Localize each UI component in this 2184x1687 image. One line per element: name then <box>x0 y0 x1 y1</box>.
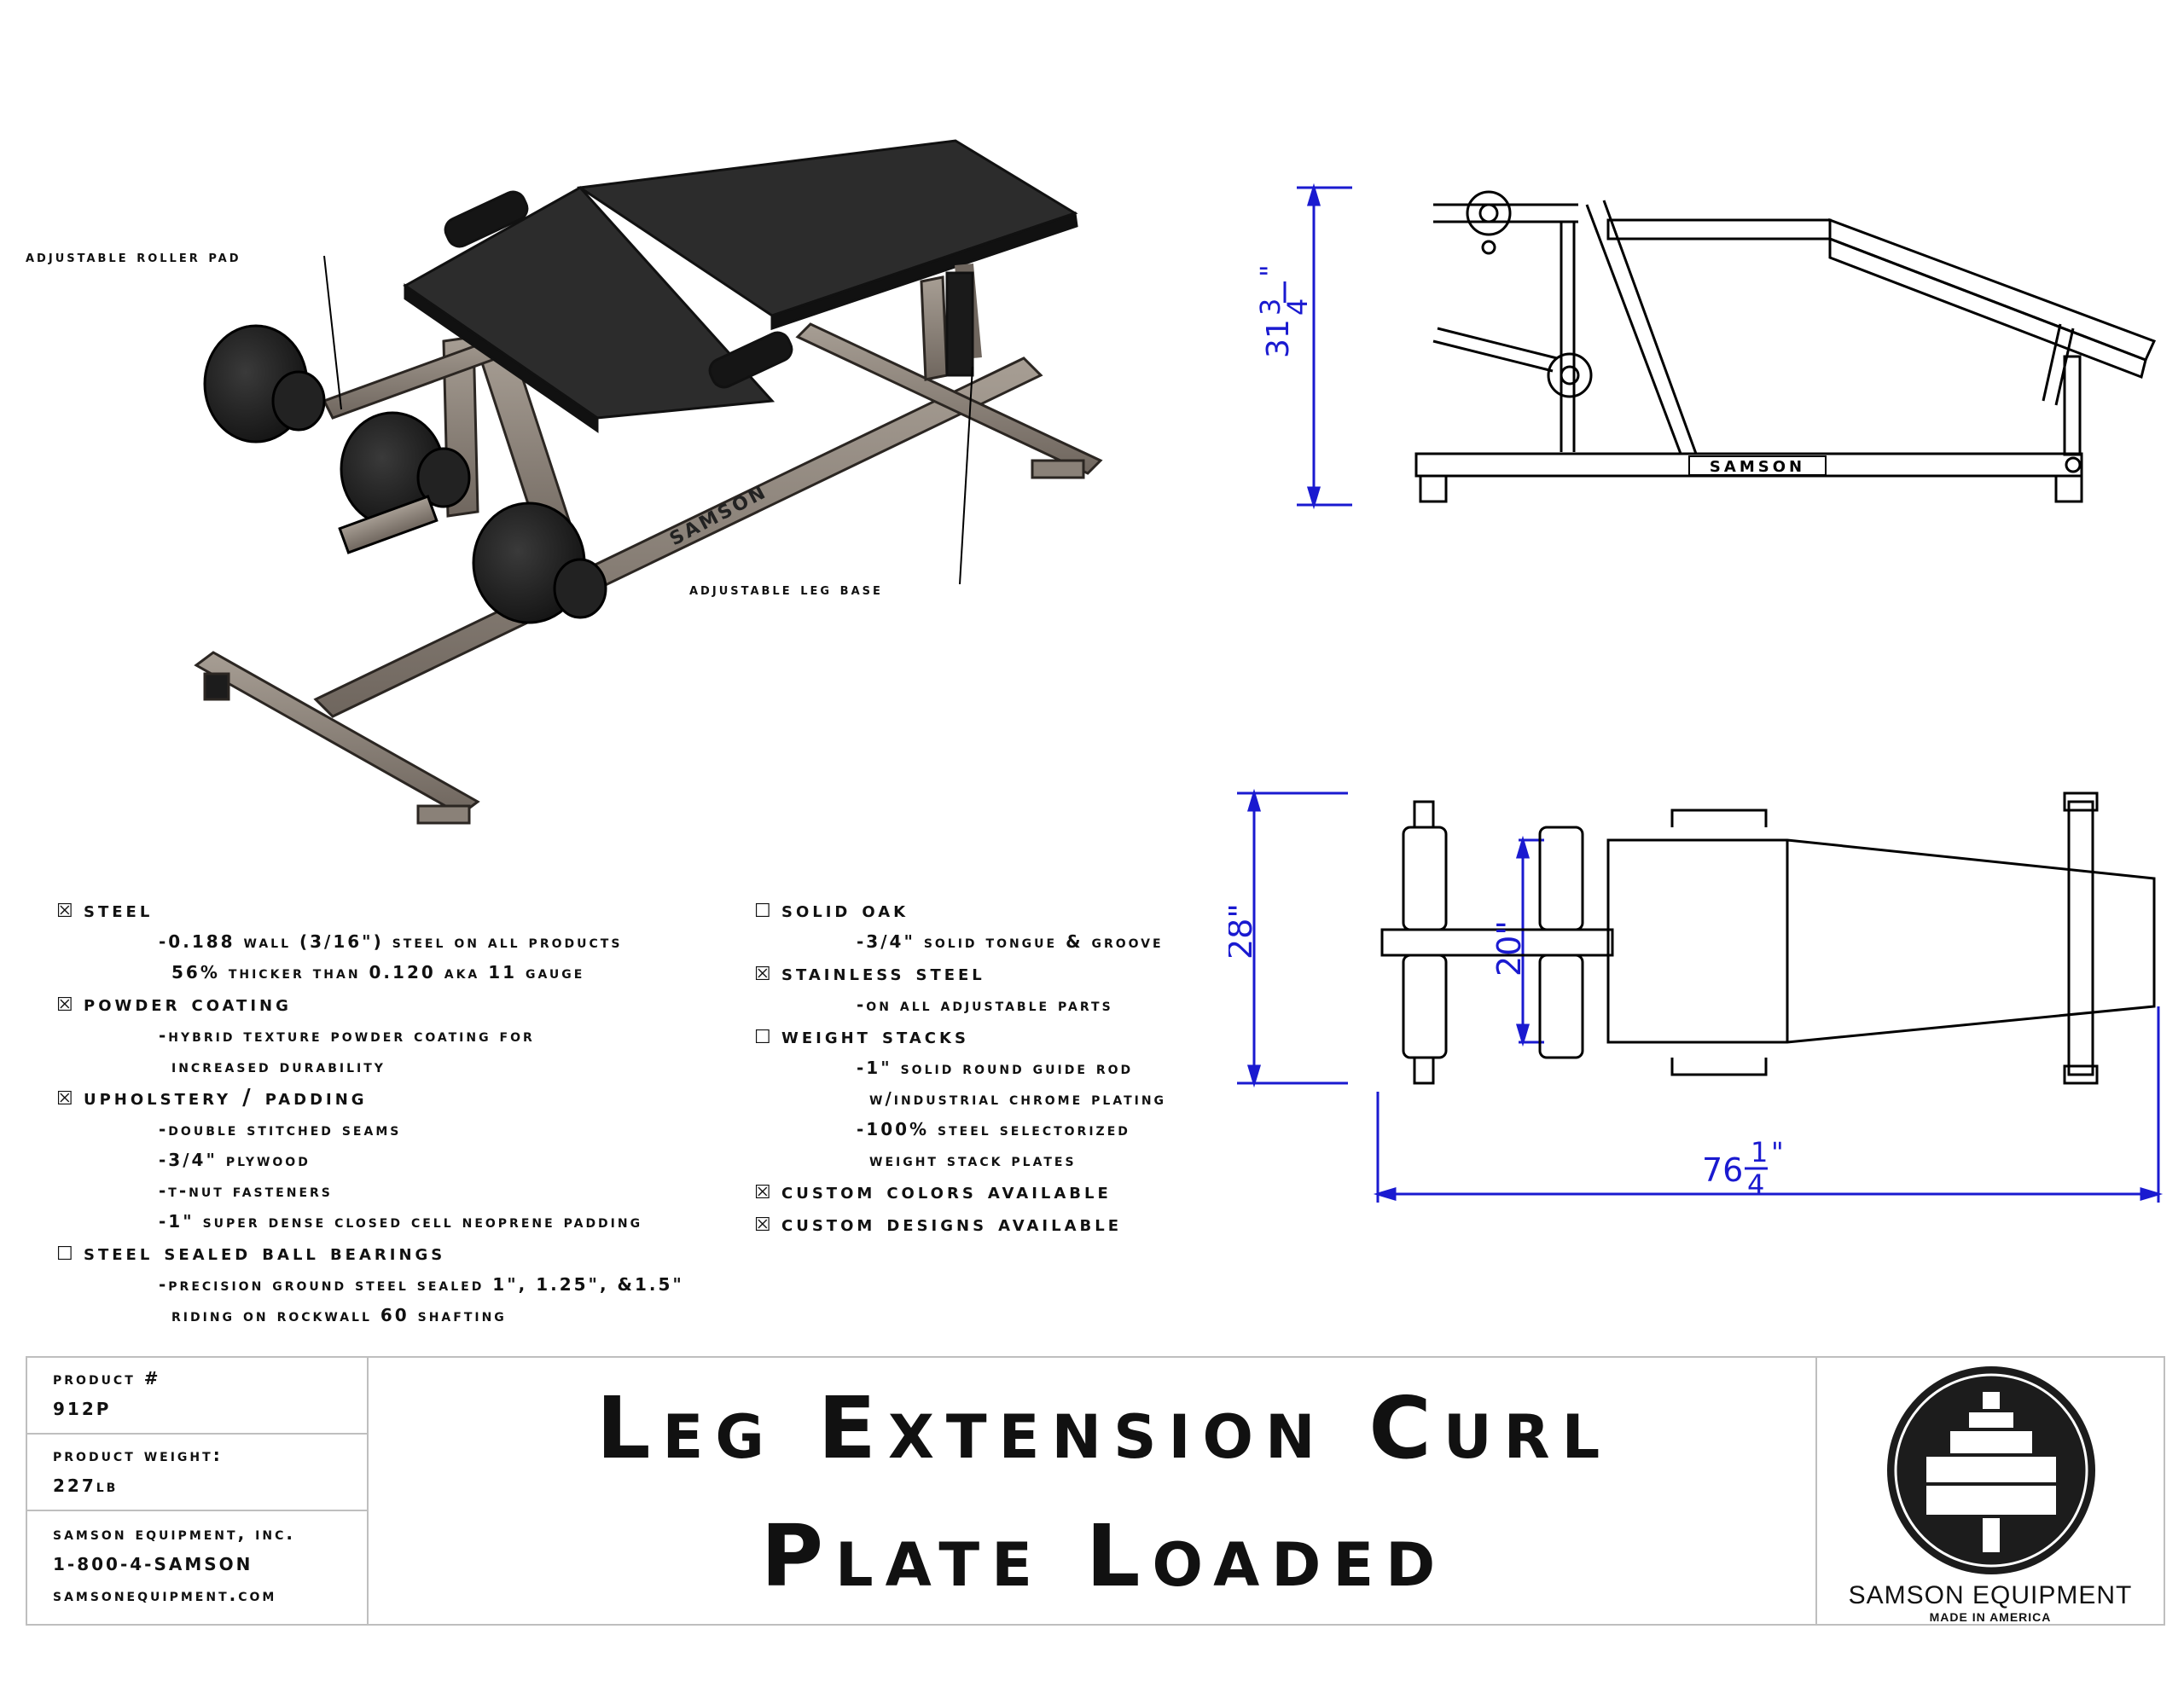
feature-title: Custom Colors Available <box>781 1179 1112 1204</box>
feature-item: ☐ Steel Sealed Ball Bearings -Precision Gr… <box>56 1237 684 1330</box>
samson-logo-icon <box>1887 1366 2095 1574</box>
feature-heading: ☐ Steel Sealed Ball Bearings <box>56 1237 684 1269</box>
feature-detail: -0.188 Wall (3/16") Steel On ALL Product… <box>159 931 623 952</box>
feature-item: ☒ Steel-0.188 Wall (3/16") Steel On ALL P… <box>56 894 684 988</box>
feature-detail: -T-Nut Fasteners <box>159 1180 333 1201</box>
product-weight-value: 227lb <box>53 1475 119 1496</box>
brand-name: SAMSON EQUIPMENT <box>1848 1581 2133 1609</box>
feature-item: ☒ Upholstery / Padding -Double Stitched Se… <box>56 1081 684 1237</box>
side-frame-label <box>1688 455 1827 476</box>
title-line-2: Plate Loaded <box>760 1506 1448 1606</box>
feature-title: Steel <box>84 897 154 923</box>
seat-width-dim: 20" <box>1490 920 1528 977</box>
checked-box-icon: ☒ <box>56 1088 73 1110</box>
length-dim-num: 1 <box>1751 1136 1768 1168</box>
height-dim-unit: " <box>1254 264 1287 277</box>
feature-item: ☐Weight Stacks-1" Solid Round Guide Rod … <box>754 1020 1166 1175</box>
product-number-value: 912P <box>53 1399 112 1419</box>
feature-detail: -1" Super Dense Closed Cell Neoprene Pad… <box>159 1211 643 1232</box>
unchecked-box-icon: ☐ <box>754 901 771 922</box>
feature-detail: -Hybrid Texture Powder Coating For <box>159 1025 535 1046</box>
feature-detail: -On ALL Adjustable Parts <box>857 994 1113 1015</box>
height-dim-whole: 31 <box>1261 319 1296 358</box>
top-plan-view: 28" 20" 76 1 4 " <box>1228 788 2164 1203</box>
feature-detail: 56% Thicker than 0.120 AKA 11 Gauge <box>171 962 585 983</box>
feature-detail: -Double Stitched Seams <box>159 1119 402 1139</box>
feature-title: Powder Coating <box>84 991 292 1017</box>
side-frame-label-text: SAMSON <box>1710 458 1805 476</box>
company-website: samsonequipment.com <box>53 1585 277 1605</box>
feature-detail: -Precision Ground Steel Sealed 1", 1.25"… <box>159 1274 684 1295</box>
brand-tagline: MADE IN AMERICA <box>1929 1610 2052 1624</box>
checked-box-icon: ☒ <box>754 1215 771 1236</box>
feature-title: Solid Oak <box>781 897 909 923</box>
company-name: Samson Equipment, Inc. <box>53 1523 295 1544</box>
feature-detail: Riding on Rockwall 60 Shafting <box>171 1305 507 1325</box>
feature-item: ☐ Solid Oak -3/4" Solid Tongue & Groove <box>754 894 1166 957</box>
product-weight-label: Product Weight: <box>53 1445 223 1465</box>
side-elevation-view: SAMSON 31 3 4 " <box>1254 183 2157 510</box>
height-dim-num: 3 <box>1254 299 1287 316</box>
checked-box-icon: ☒ <box>754 964 771 985</box>
feature-detail: -100% Steel Selectorized <box>857 1119 1130 1139</box>
length-dim-whole: 76 <box>1702 1151 1743 1189</box>
width-dim: 28" <box>1228 903 1259 959</box>
feature-detail: -1" Solid Round Guide Rod <box>857 1058 1134 1078</box>
feature-heading: ☒ Stainless Steel <box>754 957 1166 989</box>
product-weight-cell: Product Weight: 227lb <box>27 1435 367 1511</box>
isometric-product-view: SAMSON <box>194 139 1103 825</box>
company-phone: 1-800-4-SAMSON <box>53 1554 253 1574</box>
feature-item: ☒ Custom Colors Available <box>754 1175 1166 1208</box>
feature-heading: ☒ Custom Colors Available <box>754 1175 1166 1208</box>
length-dim-unit: " <box>1771 1136 1784 1168</box>
feature-title: Weight Stacks <box>781 1023 969 1049</box>
unchecked-box-icon: ☐ <box>56 1244 73 1265</box>
features-left-column: ☒ Steel-0.188 Wall (3/16") Steel On ALL P… <box>56 894 684 1330</box>
feature-heading: ☒ Upholstery / Padding <box>56 1081 684 1114</box>
frame-logo-text: SAMSON <box>666 481 771 550</box>
feature-detail: -3/4" Plywood <box>159 1150 311 1170</box>
feature-heading: ☒ Custom Designs Available <box>754 1208 1166 1240</box>
checked-box-icon: ☒ <box>56 994 73 1016</box>
base-frame <box>194 322 1103 825</box>
feature-detail: w/Industrial Chrome Plating <box>869 1088 1167 1109</box>
title-block-info: Product # 912P Product Weight: 227lb Sam… <box>27 1358 369 1624</box>
feature-item: ☒ Powder Coating -Hybrid Texture Powder Co… <box>56 988 684 1081</box>
feature-detail: Increased Durability <box>171 1056 386 1076</box>
features-right-column: ☐ Solid Oak -3/4" Solid Tongue & Groove ☒ St… <box>754 894 1166 1240</box>
callout-leg-base: Adjustable leg base <box>689 580 883 599</box>
feature-detail: -3/4" Solid Tongue & Groove <box>857 931 1164 952</box>
feature-title: Steel Sealed Ball Bearings <box>84 1240 446 1266</box>
unchecked-box-icon: ☐ <box>754 1027 771 1048</box>
feature-title: Custom Designs Available <box>781 1211 1123 1237</box>
feature-item: ☒ Custom Designs Available <box>754 1208 1166 1240</box>
feature-heading: ☒ Powder Coating <box>56 988 684 1020</box>
height-dim-den: 4 <box>1281 299 1314 316</box>
product-number-cell: Product # 912P <box>27 1358 367 1435</box>
feature-title: Stainless Steel <box>781 960 985 986</box>
feature-detail: Weight Stack Plates <box>869 1150 1077 1170</box>
title-block: Product # 912P Product Weight: 227lb Sam… <box>26 1356 2165 1626</box>
product-number-label: Product # <box>53 1368 161 1388</box>
roller-pads <box>203 324 607 624</box>
callout-roller-pad: Adjustable roller pad <box>26 247 241 266</box>
drawing-title: Leg Extension Curl Plate Loaded <box>370 1358 1838 1624</box>
checked-box-icon: ☒ <box>56 901 73 922</box>
company-cell: Samson Equipment, Inc. 1-800-4-SAMSON sa… <box>27 1511 367 1627</box>
feature-title: Upholstery / Padding <box>84 1085 368 1110</box>
feature-heading: ☐ Weight Stacks <box>754 1020 1166 1052</box>
brand-logo: SAMSON EQUIPMENT MADE IN AMERICA <box>1815 1358 2164 1624</box>
length-dim-den: 4 <box>1747 1168 1764 1201</box>
feature-item: ☒ Stainless Steel -On ALL Adjustable Parts <box>754 957 1166 1020</box>
feature-heading: ☐ Solid Oak <box>754 894 1166 926</box>
feature-heading: ☒ Steel <box>56 894 684 926</box>
seat-pad <box>403 139 1078 433</box>
checked-box-icon: ☒ <box>754 1182 771 1203</box>
title-line-1: Leg Extension Curl <box>595 1378 1612 1478</box>
